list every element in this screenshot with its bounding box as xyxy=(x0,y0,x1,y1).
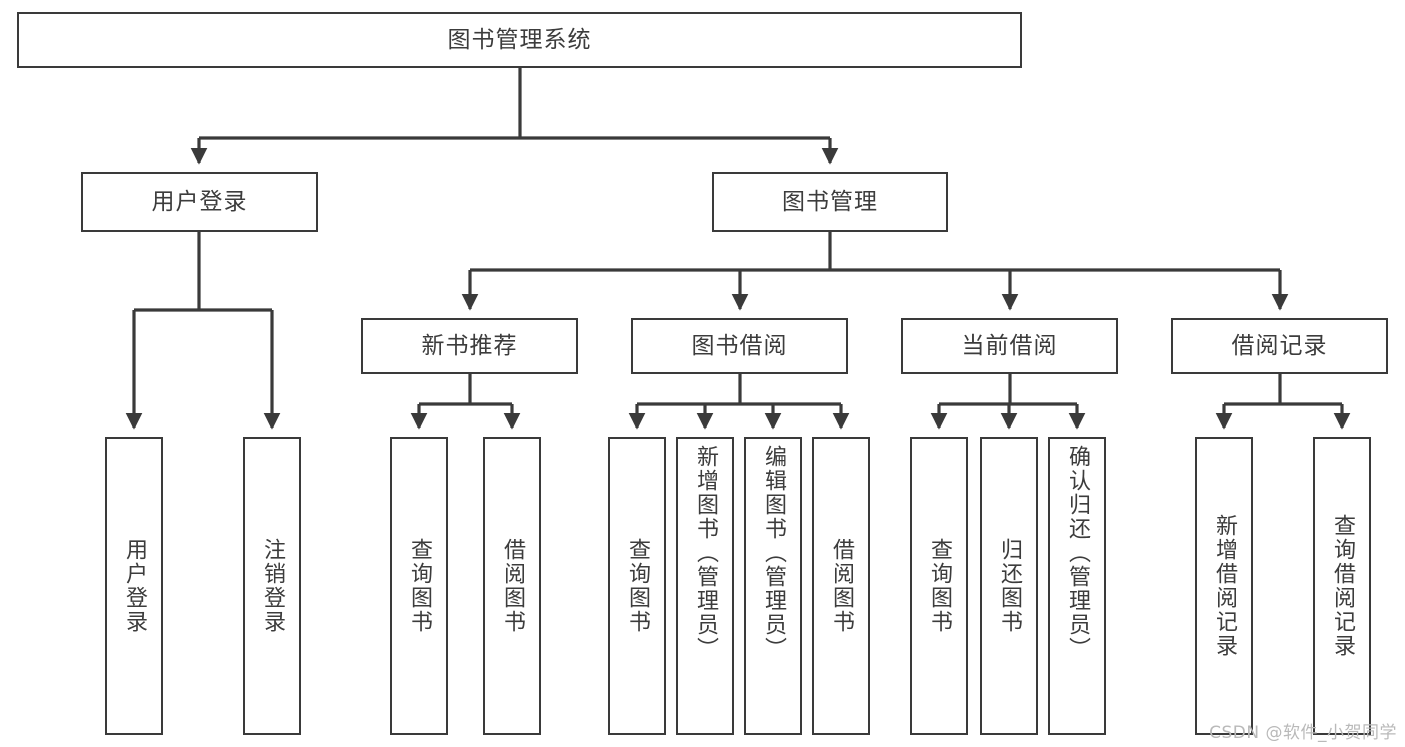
node-borrow-records-label: 借阅记录 xyxy=(1231,332,1328,359)
node-book-management[interactable]: 图书管理 xyxy=(712,172,948,232)
node-new-book-recommend[interactable]: 新书推荐 xyxy=(361,318,578,374)
node-book-borrow[interactable]: 图书借阅 xyxy=(631,318,848,374)
leaf-add-borrow-record-label: 新增借阅记录 xyxy=(1211,514,1237,658)
node-current-borrow-label: 当前借阅 xyxy=(961,332,1058,359)
leaf-add-book-admin-label: 新增图书（管理员） xyxy=(692,445,718,661)
leaf-add-borrow-record[interactable]: 新增借阅记录 xyxy=(1195,437,1253,735)
edge-group-borrow-records xyxy=(1215,374,1351,430)
node-new-book-recommend-label: 新书推荐 xyxy=(421,332,518,359)
node-book-borrow-label: 图书借阅 xyxy=(691,332,788,359)
node-root-system[interactable]: 图书管理系统 xyxy=(17,12,1022,68)
leaf-borrow-books-recommend-label: 借阅图书 xyxy=(499,538,525,634)
edge-group-book-management xyxy=(461,232,1289,311)
node-borrow-records[interactable]: 借阅记录 xyxy=(1171,318,1388,374)
leaf-edit-book-admin-label: 编辑图书（管理员） xyxy=(760,445,786,661)
leaf-user-login-label: 用户登录 xyxy=(121,538,147,634)
leaf-return-books[interactable]: 归还图书 xyxy=(980,437,1038,735)
leaf-logout[interactable]: 注销登录 xyxy=(243,437,301,735)
edge-group-root xyxy=(190,68,839,165)
leaf-return-books-label: 归还图书 xyxy=(996,538,1022,634)
leaf-query-books-current-label: 查询图书 xyxy=(926,538,952,634)
leaf-query-borrow-record-label: 查询借阅记录 xyxy=(1329,514,1355,658)
leaf-borrow-books-recommend[interactable]: 借阅图书 xyxy=(483,437,541,735)
edge-group-user-login xyxy=(125,232,281,430)
leaf-query-books-recommend[interactable]: 查询图书 xyxy=(390,437,448,735)
node-book-management-label: 图书管理 xyxy=(782,188,878,215)
node-root-label: 图书管理系统 xyxy=(447,26,592,53)
leaf-query-borrow-record[interactable]: 查询借阅记录 xyxy=(1313,437,1371,735)
leaf-query-books-borrow[interactable]: 查询图书 xyxy=(608,437,666,735)
leaf-query-books-borrow-label: 查询图书 xyxy=(624,538,650,634)
node-user-login[interactable]: 用户登录 xyxy=(81,172,318,232)
leaf-borrow-books-borrow[interactable]: 借阅图书 xyxy=(812,437,870,735)
leaf-user-login[interactable]: 用户登录 xyxy=(105,437,163,735)
node-current-borrow[interactable]: 当前借阅 xyxy=(901,318,1118,374)
leaf-query-books-current[interactable]: 查询图书 xyxy=(910,437,968,735)
leaf-borrow-books-borrow-label: 借阅图书 xyxy=(828,538,854,634)
leaf-add-book-admin[interactable]: 新增图书（管理员） xyxy=(676,437,734,735)
edge-group-current-borrow xyxy=(930,374,1086,430)
leaf-confirm-return-admin-label: 确认归还（管理员） xyxy=(1064,445,1090,661)
leaf-edit-book-admin[interactable]: 编辑图书（管理员） xyxy=(744,437,802,735)
node-user-login-label: 用户登录 xyxy=(151,188,248,215)
leaf-query-books-recommend-label: 查询图书 xyxy=(406,538,432,634)
leaf-confirm-return-admin[interactable]: 确认归还（管理员） xyxy=(1048,437,1106,735)
leaf-logout-label: 注销登录 xyxy=(259,538,285,634)
edge-group-book-borrow xyxy=(628,374,850,430)
edge-group-new-book-recommend xyxy=(410,374,521,430)
